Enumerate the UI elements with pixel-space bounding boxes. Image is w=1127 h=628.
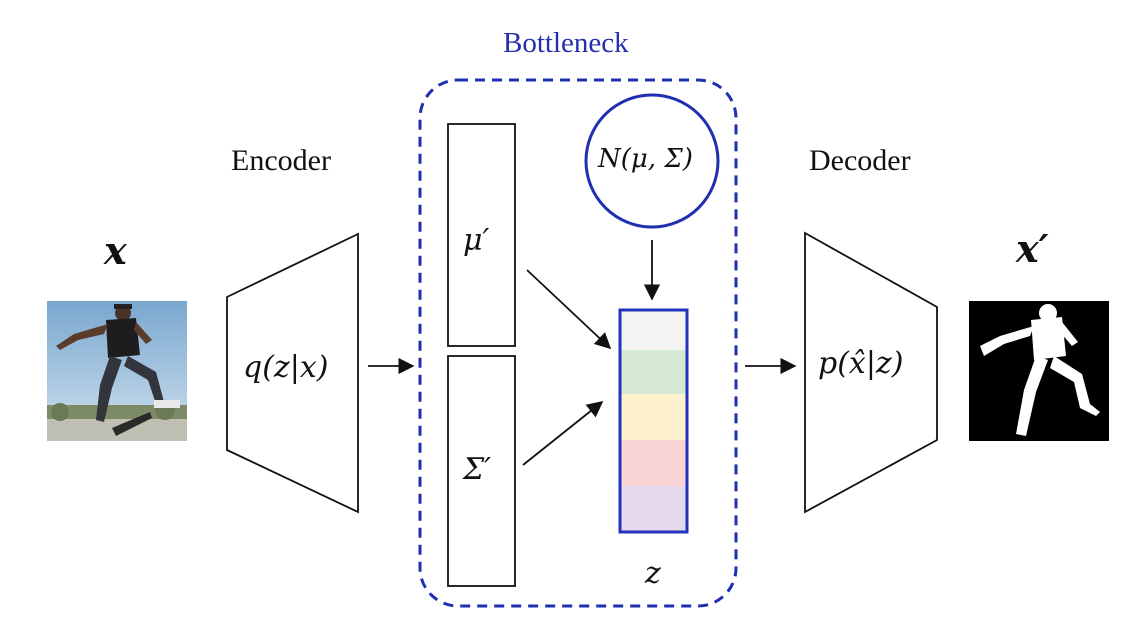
latent-cell: [620, 440, 687, 486]
bottleneck-region: [418, 78, 738, 608]
decoder-label: Decoder: [809, 144, 911, 177]
input-var-label: x: [104, 228, 127, 273]
latent-cell: [620, 350, 687, 394]
output-var-label: x′: [1016, 226, 1049, 271]
bottleneck-title: Bottleneck: [503, 27, 629, 59]
decoder-trapezoid: [804, 231, 938, 514]
arrow-mu-to-z: [526, 269, 612, 350]
mu-label: μ′: [463, 223, 490, 258]
latent-cell: [620, 394, 687, 440]
prior-circle: [584, 93, 720, 229]
latent-vector: [618, 308, 689, 534]
input-image: [47, 301, 187, 441]
sigma-label: Σ′: [463, 452, 492, 487]
output-image: [969, 301, 1109, 441]
encoder-label: Encoder: [231, 144, 331, 177]
mu-box: [447, 123, 516, 347]
encoder-equation: q(z|x): [243, 350, 329, 385]
latent-cell: [620, 486, 687, 532]
decoder-equation: p(x̂|z): [818, 346, 904, 381]
latent-cell: [620, 310, 687, 350]
prior-label: N(μ, Σ): [598, 144, 693, 174]
sigma-box: [447, 355, 516, 587]
latent-border: [618, 308, 689, 534]
latent-label: z: [645, 556, 661, 591]
encoder-trapezoid: [226, 232, 359, 514]
arrow-sigma-to-z: [522, 400, 604, 466]
